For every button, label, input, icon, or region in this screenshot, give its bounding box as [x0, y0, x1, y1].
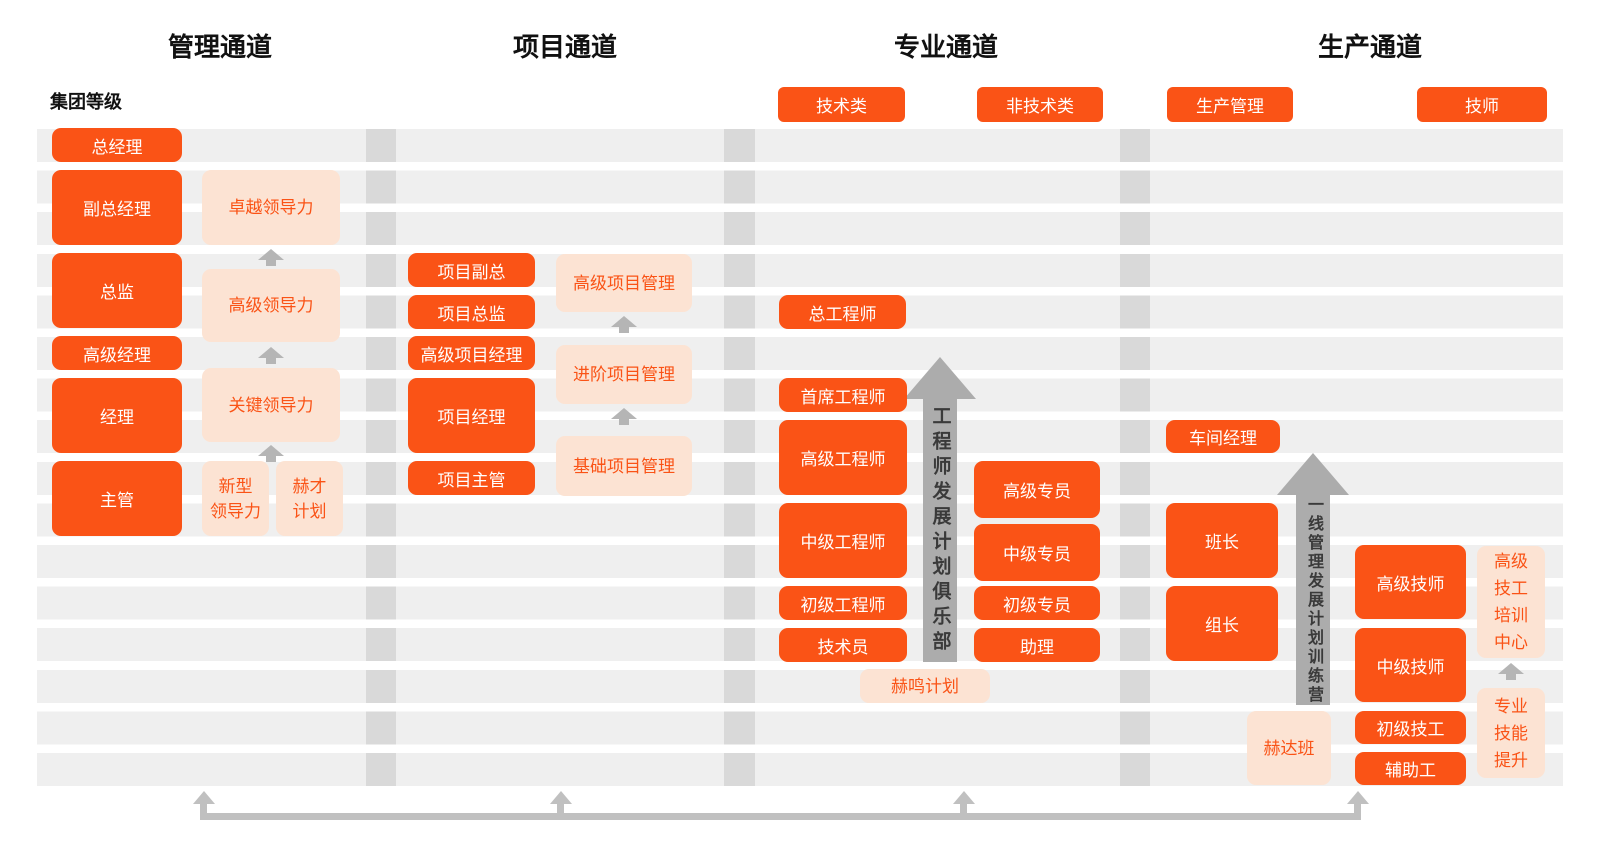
role-project-supervisor: 项目主管: [408, 461, 535, 495]
category-pill-technical: 技术类: [778, 87, 905, 122]
column-divider: [366, 129, 396, 786]
category-pill-technician: 技师: [1417, 87, 1547, 122]
bottom-connector-stub: [557, 804, 564, 814]
bottom-connector-right-corner: [1354, 804, 1361, 816]
role-chief-engineer: 总工程师: [779, 295, 906, 329]
role-workshop-manager: 车间经理: [1166, 420, 1280, 453]
up-arrow-icon: [953, 791, 975, 804]
role-intermediate-specialist: 中级专员: [974, 524, 1100, 581]
role-general-manager: 总经理: [52, 128, 182, 162]
role-senior-technician: 高级技师: [1355, 545, 1466, 619]
up-arrow-icon: [193, 791, 215, 804]
up-arrow-icon: [611, 316, 637, 333]
bottom-connector-left-corner: [200, 804, 207, 816]
bottom-connector-line: [200, 813, 1361, 820]
up-arrow-icon: [1498, 663, 1524, 680]
program-hecai-plan: 赫才 计划: [276, 461, 343, 536]
program-heda-class: 赫达班: [1247, 711, 1331, 785]
role-senior-project-manager: 高级项目经理: [408, 336, 535, 370]
role-junior-specialist: 初级专员: [974, 586, 1100, 620]
program-senior-leadership: 高级领导力: [202, 269, 340, 342]
up-arrow-icon: [258, 347, 284, 364]
frontline-camp-arrow: 一线管理发展计划训练营: [1296, 495, 1330, 705]
role-junior-engineer: 初级工程师: [779, 586, 907, 620]
category-pill-production-management: 生产管理: [1167, 87, 1293, 122]
frontline-camp-arrow-head: [1277, 453, 1349, 495]
program-excellence-leadership: 卓越领导力: [202, 170, 340, 245]
role-assistant: 助理: [974, 628, 1100, 662]
role-technician: 技术员: [779, 628, 907, 662]
role-project-vp: 项目副总: [408, 253, 535, 287]
category-pill-non-technical: 非技术类: [977, 87, 1103, 122]
channel-title-management: 管理通道: [167, 32, 272, 62]
engineer-club-arrow: 工程师发展计划俱乐部: [923, 399, 957, 662]
role-intermediate-technician: 中级技师: [1355, 628, 1466, 702]
channel-title-production: 生产通道: [1317, 32, 1422, 62]
role-intermediate-engineer: 中级工程师: [779, 503, 907, 578]
role-senior-manager: 高级经理: [52, 336, 182, 370]
role-director: 总监: [52, 253, 182, 328]
role-deputy-general-manager: 副总经理: [52, 170, 182, 245]
program-heming-plan: 赫鸣计划: [860, 669, 990, 703]
column-divider: [1120, 129, 1150, 786]
engineer-club-arrow-label: 工程师发展计划俱乐部: [929, 405, 951, 656]
channel-title-professional: 专业通道: [893, 32, 998, 62]
program-intermediate-project-management: 进阶项目管理: [556, 345, 692, 404]
role-auxiliary-worker: 辅助工: [1355, 752, 1466, 785]
role-shift-leader: 班长: [1166, 503, 1278, 578]
program-advanced-project-management: 高级项目管理: [556, 254, 692, 312]
up-arrow-icon: [611, 408, 637, 425]
engineer-club-arrow-head: [904, 357, 976, 399]
role-project-manager: 项目经理: [408, 378, 535, 453]
up-arrow-icon: [258, 445, 284, 462]
program-skill-upgrade: 专业 技能 提升: [1477, 688, 1545, 778]
role-manager: 经理: [52, 378, 182, 453]
program-advanced-training-center: 高级 技工 培训 中心: [1477, 546, 1545, 658]
channel-title-project: 项目通道: [512, 32, 617, 62]
role-principal-engineer: 首席工程师: [779, 378, 907, 412]
role-junior-worker: 初级技工: [1355, 711, 1466, 744]
program-key-leadership: 关键领导力: [202, 368, 340, 442]
column-divider: [724, 129, 755, 786]
up-arrow-icon: [550, 791, 572, 804]
role-supervisor: 主管: [52, 461, 182, 536]
role-team-leader: 组长: [1166, 586, 1278, 661]
up-arrow-icon: [258, 249, 284, 266]
program-basic-project-management: 基础项目管理: [556, 436, 692, 496]
role-senior-engineer: 高级工程师: [779, 420, 907, 495]
role-senior-specialist: 高级专员: [974, 461, 1100, 518]
up-arrow-icon: [1347, 791, 1369, 804]
frontline-camp-arrow-label: 一线管理发展计划训练营: [1305, 495, 1322, 705]
group-level-label: 集团等级: [50, 92, 122, 112]
role-project-director: 项目总监: [408, 295, 535, 329]
bottom-connector-stub: [960, 804, 967, 814]
program-new-leadership: 新型 领导力: [202, 461, 269, 536]
